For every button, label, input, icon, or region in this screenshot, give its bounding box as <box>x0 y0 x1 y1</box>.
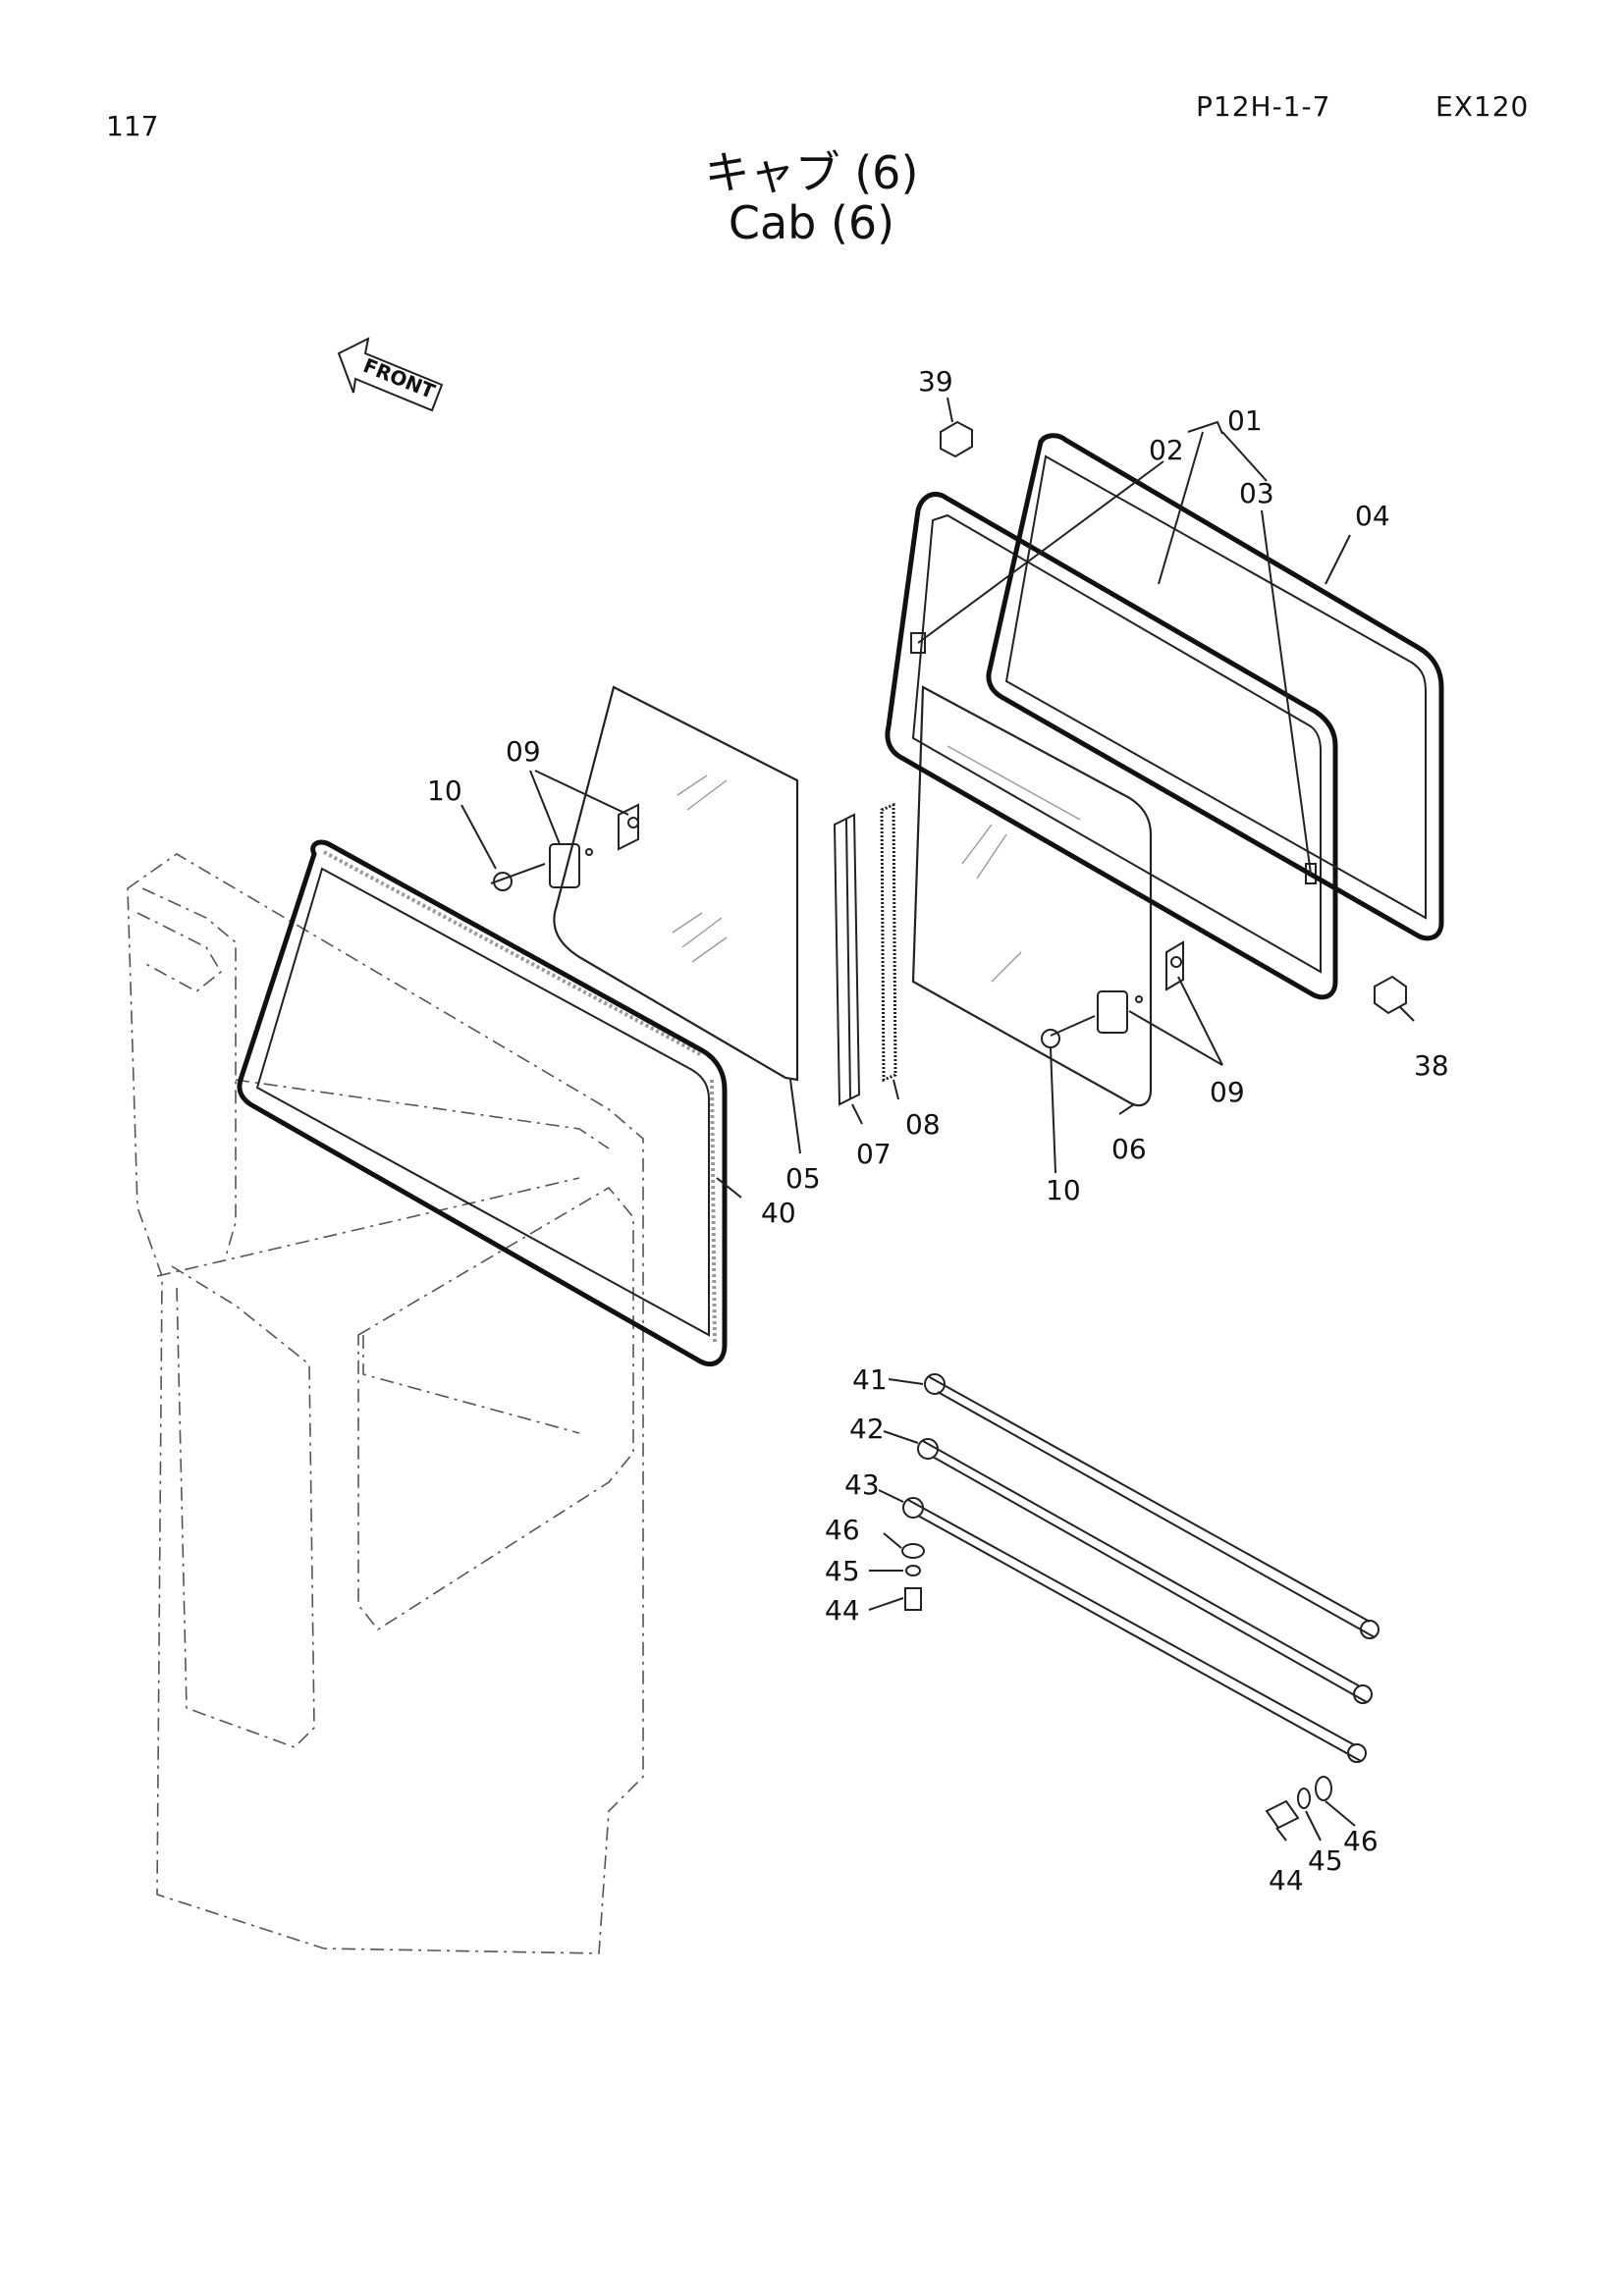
part-39-block <box>940 420 973 458</box>
model-code: EX120 <box>1435 90 1530 123</box>
part-08-seal-strip <box>880 802 897 1083</box>
callout-46-right: 46 <box>1343 1825 1379 1857</box>
callout-46-left: 46 <box>825 1514 860 1546</box>
callout-45-left: 45 <box>825 1555 860 1587</box>
callout-44-left: 44 <box>825 1594 860 1627</box>
part-41-stay <box>924 1373 1380 1639</box>
part-38-block <box>1374 975 1407 1015</box>
callout-41: 41 <box>852 1363 888 1396</box>
cab-body-outline <box>127 853 644 1954</box>
document-code: P12H-1-7 <box>1196 90 1331 123</box>
callout-09-left: 09 <box>506 735 541 768</box>
part-04-rubber-frame <box>986 433 1444 941</box>
callout-08: 08 <box>905 1108 941 1141</box>
callout-43: 43 <box>844 1468 880 1501</box>
part-42-stay <box>917 1438 1373 1704</box>
fastener-stack-right <box>1265 1776 1332 1830</box>
callout-01: 01 <box>1227 404 1263 437</box>
latch-assembly-left <box>490 803 639 891</box>
callout-45-right: 45 <box>1308 1844 1343 1877</box>
callout-39: 39 <box>918 365 953 398</box>
callout-38: 38 <box>1414 1049 1449 1082</box>
part-40-window-rubber-frame <box>237 839 728 1366</box>
part-01-sash-frame <box>885 492 1338 1000</box>
page-title-japanese: キャブ (6) <box>704 146 919 199</box>
callout-40: 40 <box>761 1197 796 1229</box>
part-05-glass-pane <box>553 685 799 1082</box>
callout-02: 02 <box>1149 434 1184 466</box>
part-02-clip <box>910 632 926 654</box>
part-43-stay <box>902 1497 1367 1763</box>
callout-07: 07 <box>856 1138 892 1170</box>
callout-10-left: 10 <box>427 774 462 807</box>
callout-44-right: 44 <box>1269 1864 1304 1896</box>
fastener-stack-left <box>901 1543 925 1611</box>
callout-04: 04 <box>1355 500 1390 532</box>
page-title-english: Cab (6) <box>728 196 895 249</box>
callout-05: 05 <box>785 1162 821 1195</box>
front-arrow-icon: FRONT <box>337 337 444 412</box>
leader-lines <box>460 397 1415 1842</box>
callout-09-right: 09 <box>1210 1076 1245 1108</box>
latch-assembly-right <box>1041 940 1184 1048</box>
callout-10-right: 10 <box>1046 1174 1081 1206</box>
part-06-glass-pane <box>911 685 1153 1107</box>
part-07-seal-strip <box>833 813 861 1106</box>
callout-06: 06 <box>1111 1133 1147 1165</box>
callout-42: 42 <box>849 1413 885 1445</box>
callout-03: 03 <box>1239 477 1274 509</box>
page-number: 117 <box>106 110 159 142</box>
callout-labels: 01 02 03 04 05 06 07 08 09 09 10 10 38 3… <box>427 365 1449 1896</box>
